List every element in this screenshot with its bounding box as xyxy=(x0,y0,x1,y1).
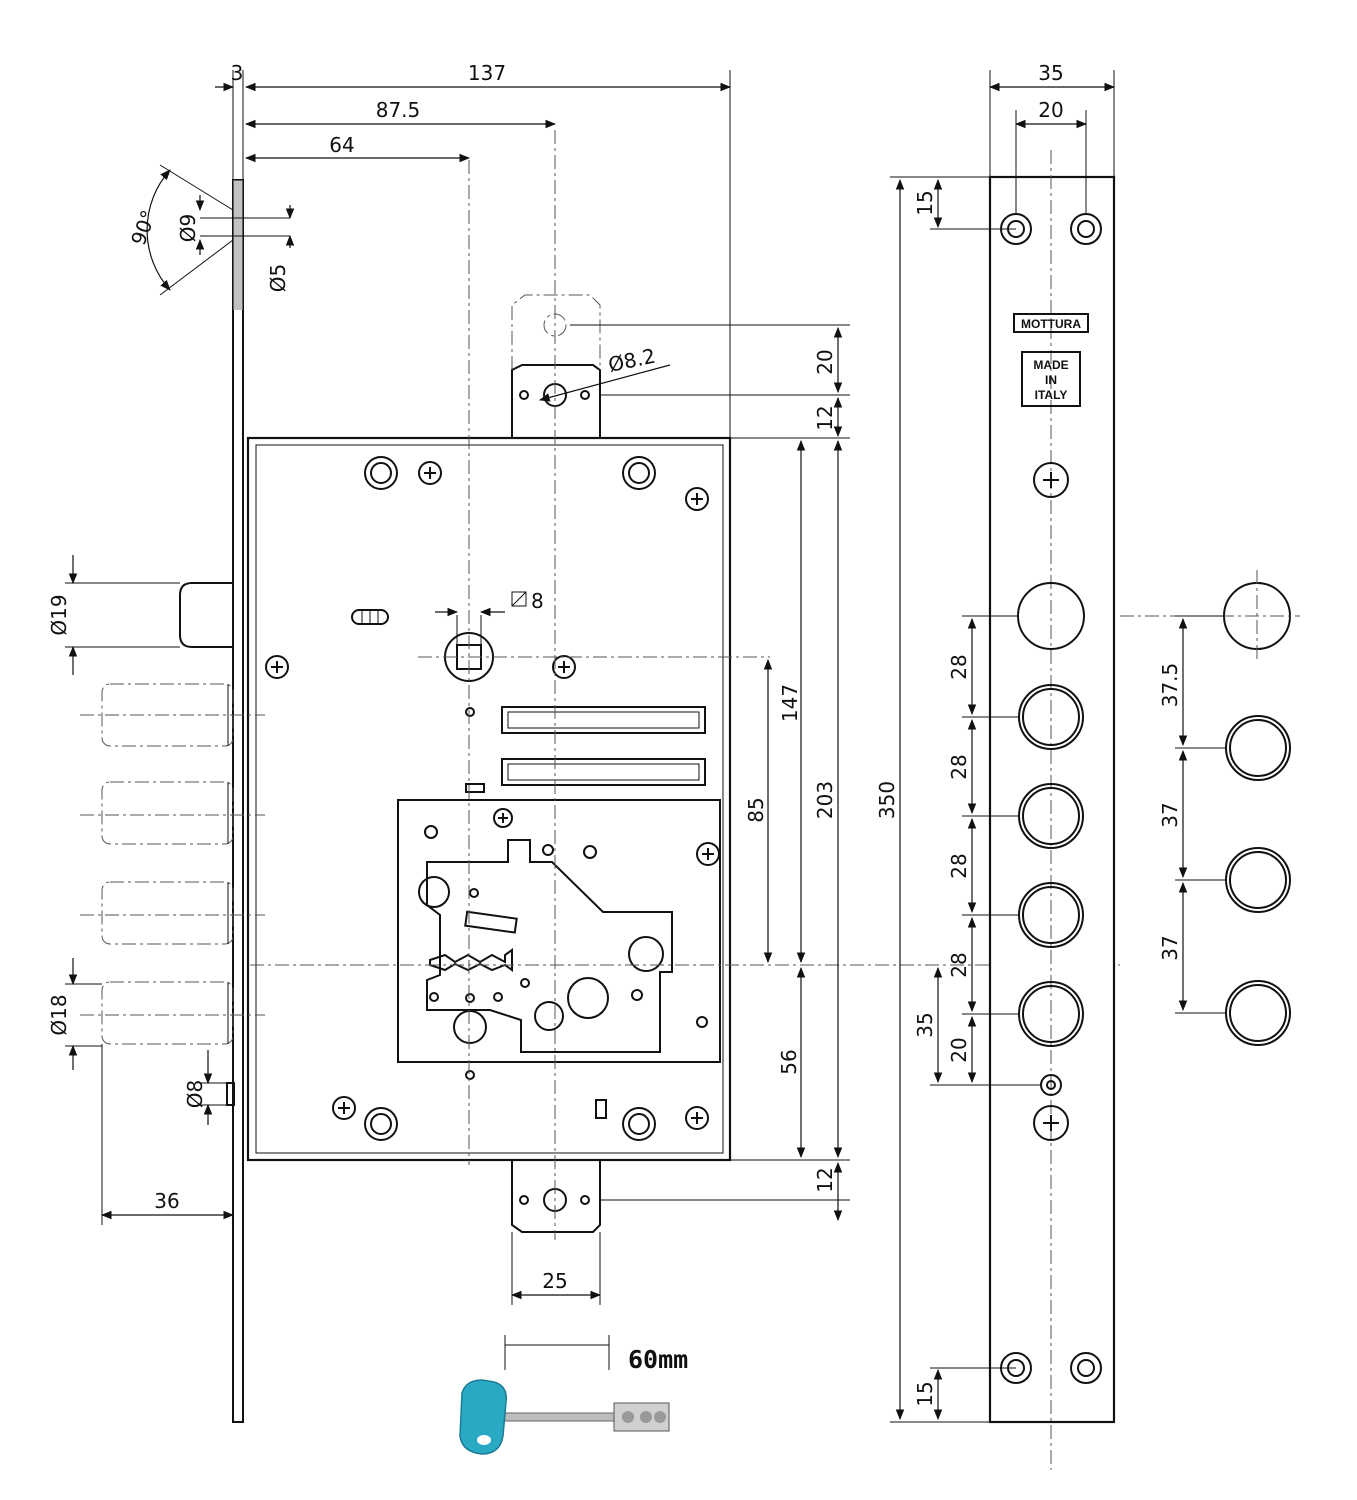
dim-37-5: 37.5 xyxy=(1158,663,1182,708)
dim-15-top: 15 xyxy=(913,190,937,215)
key-head-icon xyxy=(459,1379,507,1455)
dim-dia-5: Ø5 xyxy=(266,264,290,292)
dim-64: 64 xyxy=(329,133,354,157)
brand-label: MOTTURA xyxy=(1021,317,1081,331)
dim-dia-18: Ø18 xyxy=(47,994,71,1035)
dim-square-8: 8 xyxy=(531,589,544,613)
dim-20-top-plate: 20 xyxy=(1038,98,1063,122)
dim-28-a: 28 xyxy=(947,654,971,679)
mechanism-plate xyxy=(397,799,721,1063)
dim-37-b: 37 xyxy=(1158,935,1182,960)
dim-28-b: 28 xyxy=(947,754,971,779)
top-bracket-phantom xyxy=(511,294,601,370)
dim-28-d: 28 xyxy=(947,952,971,977)
dim-dia-8-2: Ø8.2 xyxy=(606,344,658,377)
dim-147: 147 xyxy=(778,684,802,722)
dim-28-c: 28 xyxy=(947,853,971,878)
key-shaft xyxy=(499,1412,621,1422)
dim-3: 3 xyxy=(231,61,244,85)
dim-20-top: 20 xyxy=(813,349,837,374)
forend-hatch xyxy=(233,180,243,310)
bottom-bracket xyxy=(511,1160,601,1233)
bolt-cylinders xyxy=(101,683,234,1045)
forend-plate xyxy=(232,179,244,1423)
dim-137: 137 xyxy=(468,61,506,85)
origin-label-box xyxy=(1021,351,1081,407)
dim-85: 85 xyxy=(744,797,768,822)
dim-350: 350 xyxy=(875,781,899,819)
screw-icon xyxy=(265,461,720,1130)
lock-inner-edge xyxy=(255,444,724,1154)
screw-icon xyxy=(1033,462,1069,1141)
dim-dia-19: Ø19 xyxy=(47,594,71,635)
faceplate-view: 35 20 MOTTURA MADE IN ITALY 15 15 xyxy=(875,61,1116,1470)
dim-35-low: 35 xyxy=(913,1012,937,1037)
dim-203: 203 xyxy=(813,781,837,819)
dim-dia-9: Ø9 xyxy=(176,214,200,242)
alt-bolt-layout: 37.5 37 37 xyxy=(1120,570,1300,1046)
dim-20-low: 20 xyxy=(947,1037,971,1062)
dim-36: 36 xyxy=(154,1189,179,1213)
top-bracket xyxy=(511,364,601,438)
dim-12-bottom: 12 xyxy=(813,1167,837,1192)
dim-25: 25 xyxy=(542,1269,567,1293)
dim-dia-8: Ø8 xyxy=(183,1080,207,1108)
key: 60mm xyxy=(459,1335,688,1455)
origin-line-2: IN xyxy=(1045,373,1057,387)
dim-12-top: 12 xyxy=(813,405,837,430)
dim-35-top: 35 xyxy=(1038,61,1063,85)
dim-angle-90: 90° xyxy=(126,207,161,249)
dim-37-a: 37 xyxy=(1158,802,1182,827)
brand-label-box xyxy=(1013,313,1089,333)
faceplate xyxy=(988,175,1116,1424)
dim-87-5: 87.5 xyxy=(376,98,421,122)
dim-15-bottom: 15 xyxy=(913,1381,937,1406)
dim-56: 56 xyxy=(777,1049,801,1074)
origin-line-1: MADE xyxy=(1033,358,1068,372)
key-length-label: 60mm xyxy=(628,1345,688,1374)
origin-line-3: ITALY xyxy=(1035,388,1068,402)
lock-case-view xyxy=(80,130,1120,1423)
mechanism-lever xyxy=(426,839,673,1053)
latch-bolt xyxy=(179,582,233,648)
